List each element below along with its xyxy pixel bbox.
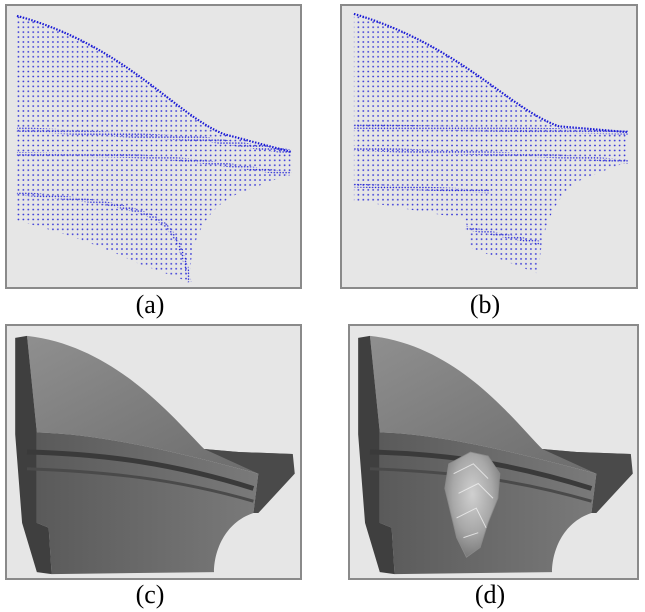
caption-b: (b) (469, 290, 501, 319)
point-cloud-panel-b (340, 4, 638, 289)
surface-model-c (15, 335, 295, 575)
caption-a: (a) (135, 290, 165, 319)
point-cloud-edge-top (16, 14, 292, 153)
model-top-surface (369, 335, 631, 474)
point-cloud-b (353, 12, 629, 275)
point-cloud-band-1 (16, 126, 292, 155)
model-front-face (36, 432, 259, 575)
model-right-block (542, 449, 633, 514)
point-cloud-band-1 (353, 123, 629, 135)
model-left-face (358, 335, 395, 575)
model-top-surface (27, 335, 293, 474)
point-cloud-band-3 (16, 191, 192, 283)
point-cloud-band-2 (353, 146, 629, 164)
point-cloud-band-3 (353, 183, 491, 194)
point-cloud-body (353, 13, 629, 275)
surface-model-panel-d (348, 324, 639, 580)
caption-d: (d) (474, 580, 506, 609)
point-cloud-panel-a (5, 4, 302, 289)
model-left-face (15, 335, 52, 575)
point-cloud-a (16, 14, 292, 283)
defect-region (444, 451, 501, 558)
surface-model-d (358, 335, 633, 575)
defect-facets (453, 463, 494, 539)
point-cloud-body (16, 15, 292, 283)
point-cloud-band-2 (16, 151, 292, 176)
point-cloud-band-4 (464, 225, 540, 245)
point-cloud-edge-top (353, 12, 629, 134)
surface-model-panel-c (5, 324, 302, 580)
model-groove (26, 449, 255, 491)
caption-c: (c) (135, 580, 165, 609)
model-groove-2 (26, 467, 254, 503)
model-right-block (204, 449, 295, 514)
